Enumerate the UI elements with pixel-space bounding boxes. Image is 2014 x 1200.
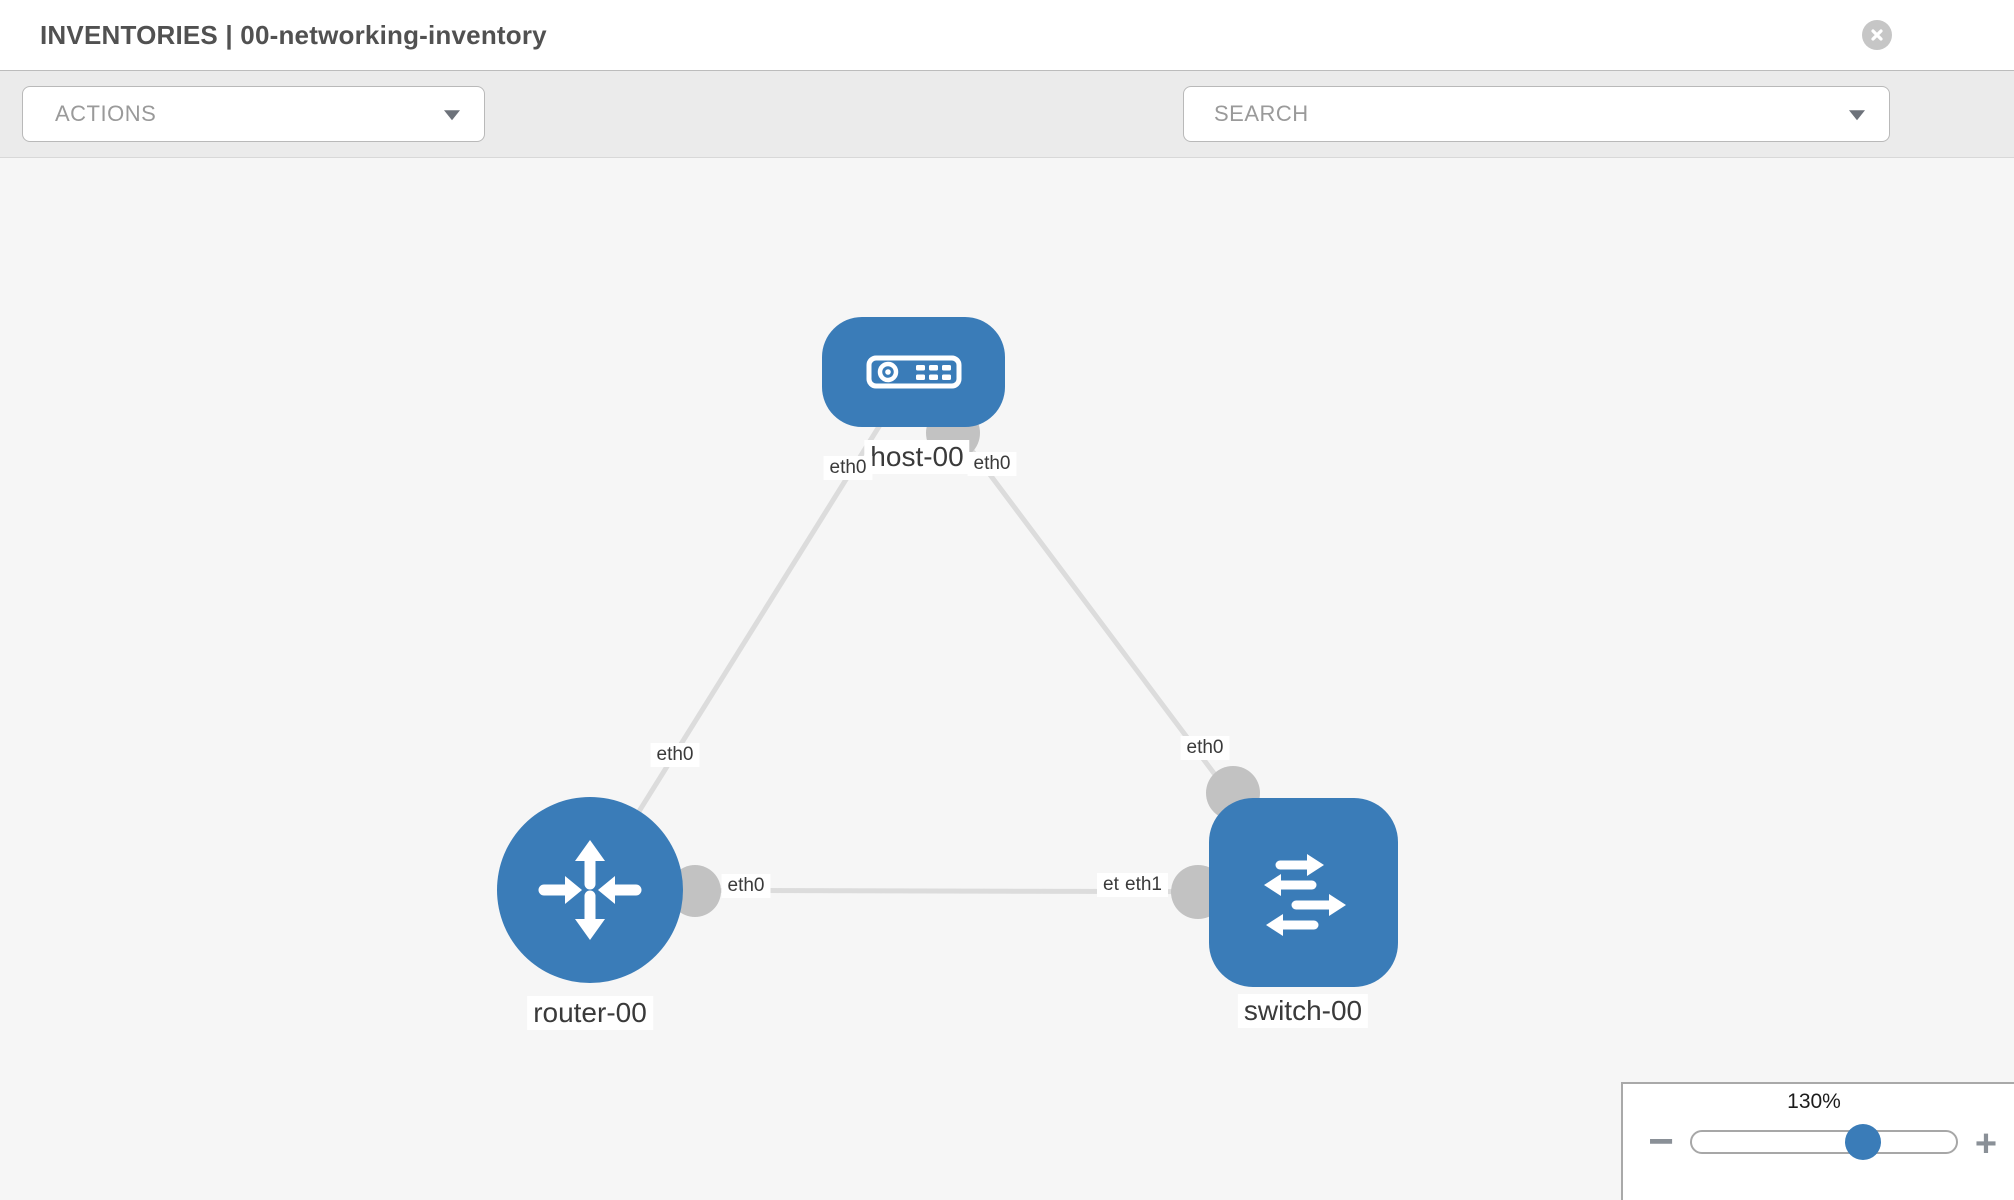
search-dropdown[interactable] xyxy=(1183,86,1890,142)
actions-dropdown-label: ACTIONS xyxy=(55,101,157,126)
iface-label-host-left: eth0 xyxy=(823,456,873,480)
zoom-level: 130% xyxy=(1787,1090,1841,1113)
node-label-switch: switch-00 xyxy=(1237,994,1369,1028)
close-icon xyxy=(1869,27,1885,43)
node-switch[interactable] xyxy=(1209,798,1398,987)
iface-label-host-right: eth0 xyxy=(967,452,1017,476)
switch-icon xyxy=(1244,833,1364,953)
node-router[interactable] xyxy=(497,797,683,983)
chevron-down-icon xyxy=(1849,110,1865,121)
router-icon xyxy=(530,830,650,950)
topology-canvas[interactable]: host-00 eth0 eth0 router-00 eth0 eth0 sw… xyxy=(0,158,2014,1200)
node-label-host: host-00 xyxy=(864,440,970,474)
server-icon xyxy=(866,355,962,389)
search-input[interactable] xyxy=(1212,100,1816,128)
chevron-down-icon xyxy=(444,110,460,121)
iface-label-router-right: eth0 xyxy=(721,874,771,898)
node-label-router: router-00 xyxy=(527,996,653,1030)
zoom-out-button[interactable]: − xyxy=(1648,1117,1674,1166)
page-title: INVENTORIES | 00-networking-inventory xyxy=(40,20,547,50)
close-button[interactable] xyxy=(1862,20,1892,50)
zoom-slider[interactable] xyxy=(1690,1130,1958,1154)
zoom-panel: 130% − + xyxy=(1621,1082,2014,1200)
links-layer xyxy=(587,370,1305,919)
zoom-slider-handle[interactable] xyxy=(1845,1124,1881,1160)
header: INVENTORIES | 00-networking-inventory xyxy=(0,0,2014,70)
node-host[interactable] xyxy=(822,317,1005,427)
iface-label-router-top: eth0 xyxy=(650,743,700,767)
toolbar: ACTIONS xyxy=(0,70,2014,201)
iface-label-switch-top: eth0 xyxy=(1180,736,1230,760)
zoom-in-button[interactable]: + xyxy=(1974,1122,1998,1165)
actions-dropdown[interactable]: ACTIONS xyxy=(22,86,485,142)
iface-label-switch-left-front: eth1 xyxy=(1119,873,1168,897)
